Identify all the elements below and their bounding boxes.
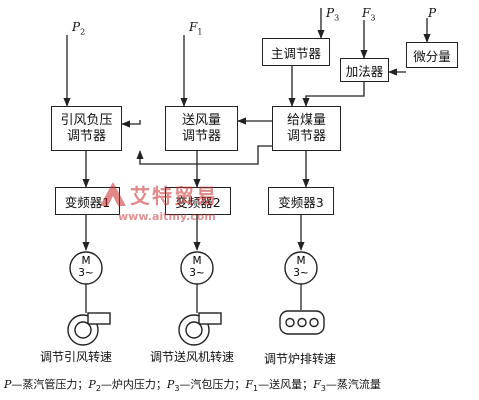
inverter-2-label: 变频器2	[175, 194, 221, 210]
coal-feed-line1: 给煤量	[286, 112, 326, 128]
motor-3-icon	[284, 251, 318, 285]
inverter-3: 变频器3	[268, 187, 334, 215]
motor-1-bottom: 3~	[78, 267, 94, 279]
legend-f1-text: —送风量；	[258, 378, 314, 391]
legend-f1-sub: 1	[253, 384, 259, 394]
main-controller: 主调节器	[262, 38, 330, 66]
legend-p3-sub: 3	[174, 384, 180, 394]
legend-f3-sym: F	[313, 378, 321, 391]
supply-air-line2: 调节器	[181, 128, 221, 144]
motor-1-label: M 3~	[70, 255, 102, 279]
legend-p2-sym: P	[88, 378, 96, 391]
legend-p-sym: P	[4, 378, 12, 391]
coal-crosslink-line	[136, 145, 272, 165]
legend-p3-text: —汽包压力；	[179, 378, 246, 391]
signal-f3: F3	[362, 6, 376, 23]
motor-2-top: M	[192, 255, 202, 267]
induced-pressure-line1: 引风负压	[60, 112, 113, 128]
legend: P—蒸汽管压力；P2—炉内压力；P3—汽包压力；F1—送风量；F3—蒸汽流量	[4, 376, 381, 393]
inverter-3-label: 变频器3	[278, 194, 324, 210]
caption-induced-fan: 调节引风转速	[40, 350, 113, 364]
watermark: 艾特贸易 www.aitmy.com	[96, 180, 266, 232]
supply-to-induced-line	[121, 120, 141, 128]
watermark-url: www.aitmy.com	[118, 210, 216, 223]
signal-p3: P3	[326, 6, 340, 23]
induced-pressure-line2: 调节器	[66, 128, 106, 144]
motor-2-bottom: 3~	[189, 267, 205, 279]
caption-grate: 调节炉排转速	[264, 352, 337, 366]
motor-3-label: M 3~	[285, 255, 317, 279]
signal-f1: F1	[189, 20, 203, 37]
legend-f3-text: —蒸汽流量	[325, 378, 381, 391]
adder: 加法器	[340, 58, 389, 82]
legend-p-text: —蒸汽管压力；	[11, 378, 89, 391]
inverter-1-label: 变频器1	[64, 194, 111, 210]
caption-supply-fan: 调节送风机转速	[150, 350, 235, 364]
coal-feed-line2: 调节器	[286, 128, 326, 144]
induced-pressure-controller: 引风负压 调节器	[51, 106, 122, 151]
motor-2-icon	[180, 251, 214, 285]
grate-icon	[279, 310, 325, 335]
supply-air-controller: 送风量 调节器	[165, 106, 238, 151]
legend-p2-sub: 2	[95, 384, 101, 394]
signal-p2: P2	[72, 20, 86, 37]
legend-p3-sym: P	[166, 378, 175, 391]
adder-label: 加法器	[345, 63, 384, 79]
legend-p2-text: —炉内压力；	[100, 378, 167, 391]
motor-1-top: M	[81, 255, 91, 267]
signal-p: P	[428, 6, 437, 20]
legend-f3-sub: 3	[320, 384, 326, 394]
watermark-logo-icon	[100, 182, 126, 206]
fan-1-icon	[67, 312, 111, 346]
coal-feed-controller: 给煤量 调节器	[272, 106, 341, 151]
inverter-1: 变频器1	[55, 187, 120, 215]
main-controller-label: 主调节器	[270, 45, 321, 61]
differentiator-label: 微分量	[413, 48, 451, 64]
motor-3-bottom: 3~	[293, 267, 309, 279]
legend-f1-sym: F	[245, 378, 254, 391]
supply-air-line1: 送风量	[181, 112, 221, 128]
fan-2-icon	[178, 312, 222, 346]
watermark-text: 艾特贸易	[130, 184, 218, 208]
motor-3-top: M	[296, 255, 306, 267]
motor-1-icon	[69, 251, 103, 285]
adder-to-coal-line	[302, 82, 365, 107]
differentiator: 微分量	[406, 42, 458, 68]
inverter-2: 变频器2	[165, 187, 231, 215]
motor-2-label: M 3~	[181, 255, 213, 279]
